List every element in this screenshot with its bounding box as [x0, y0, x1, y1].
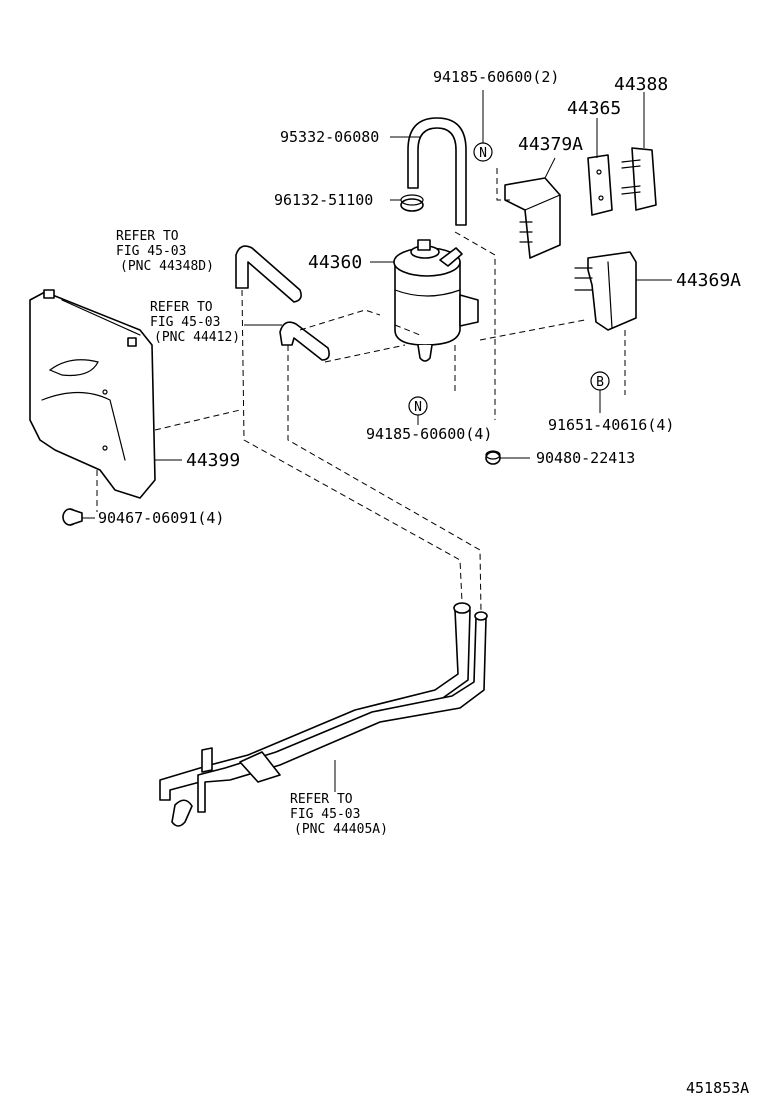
hose-95332	[407, 117, 467, 226]
label-refer3-line2: FIG 45-03	[290, 807, 360, 822]
label-96132-51100: 96132-51100	[274, 191, 373, 209]
label-refer1-line2: FIG 45-03	[116, 244, 186, 259]
label-refer1-line3: (PNC 44348D)	[120, 259, 214, 274]
label-44369a: 44369A	[676, 270, 741, 291]
hose-pnc-44412	[279, 321, 330, 361]
bolt-90467	[62, 508, 83, 526]
label-44379a: 44379A	[518, 134, 583, 155]
label-refer1-line1: REFER TO	[116, 229, 179, 244]
plate-44388	[621, 147, 657, 211]
label-90467-06091: 90467-06091(4)	[98, 509, 224, 527]
marker-n-bottom-text: N	[414, 400, 422, 415]
figure-number: 451853A	[686, 1079, 749, 1097]
label-44365: 44365	[567, 98, 621, 119]
label-44360: 44360	[308, 252, 362, 273]
label-90480-22413: 90480-22413	[536, 449, 635, 467]
label-refer3-line3: (PNC 44405A)	[294, 822, 388, 837]
grommet-90480	[485, 450, 501, 465]
label-44388: 44388	[614, 74, 668, 95]
reservoir-44360	[393, 239, 479, 362]
leader-44379a	[544, 157, 556, 179]
marker-n-top-text: N	[479, 146, 487, 161]
label-refer2-line1: REFER TO	[150, 300, 213, 315]
bracket-44369a	[574, 251, 637, 331]
label-refer2-line3: (PNC 44412)	[154, 330, 240, 345]
label-refer3-line1: REFER TO	[290, 792, 353, 807]
bracket-44379a	[504, 177, 561, 259]
label-refer2-line2: FIG 45-03	[150, 315, 220, 330]
cover-44399	[29, 289, 156, 499]
assembly-dash-lines	[96, 168, 626, 613]
marker-b-text: B	[596, 375, 604, 390]
label-95332-06080: 95332-06080	[280, 128, 379, 146]
clip-96132	[400, 194, 424, 212]
label-44399: 44399	[186, 450, 240, 471]
marker-b: B	[590, 371, 610, 413]
label-94185-60600-4: 94185-60600(4)	[366, 425, 492, 443]
marker-n-top: N	[473, 90, 493, 162]
label-94185-60600-2: 94185-60600(2)	[433, 68, 559, 86]
pipe-assembly-44405a	[159, 602, 488, 827]
marker-n-bottom: N	[408, 396, 428, 425]
plate-44365	[587, 154, 613, 216]
label-91651-40616: 91651-40616(4)	[548, 416, 674, 434]
hose-pnc-44348d	[235, 245, 302, 303]
